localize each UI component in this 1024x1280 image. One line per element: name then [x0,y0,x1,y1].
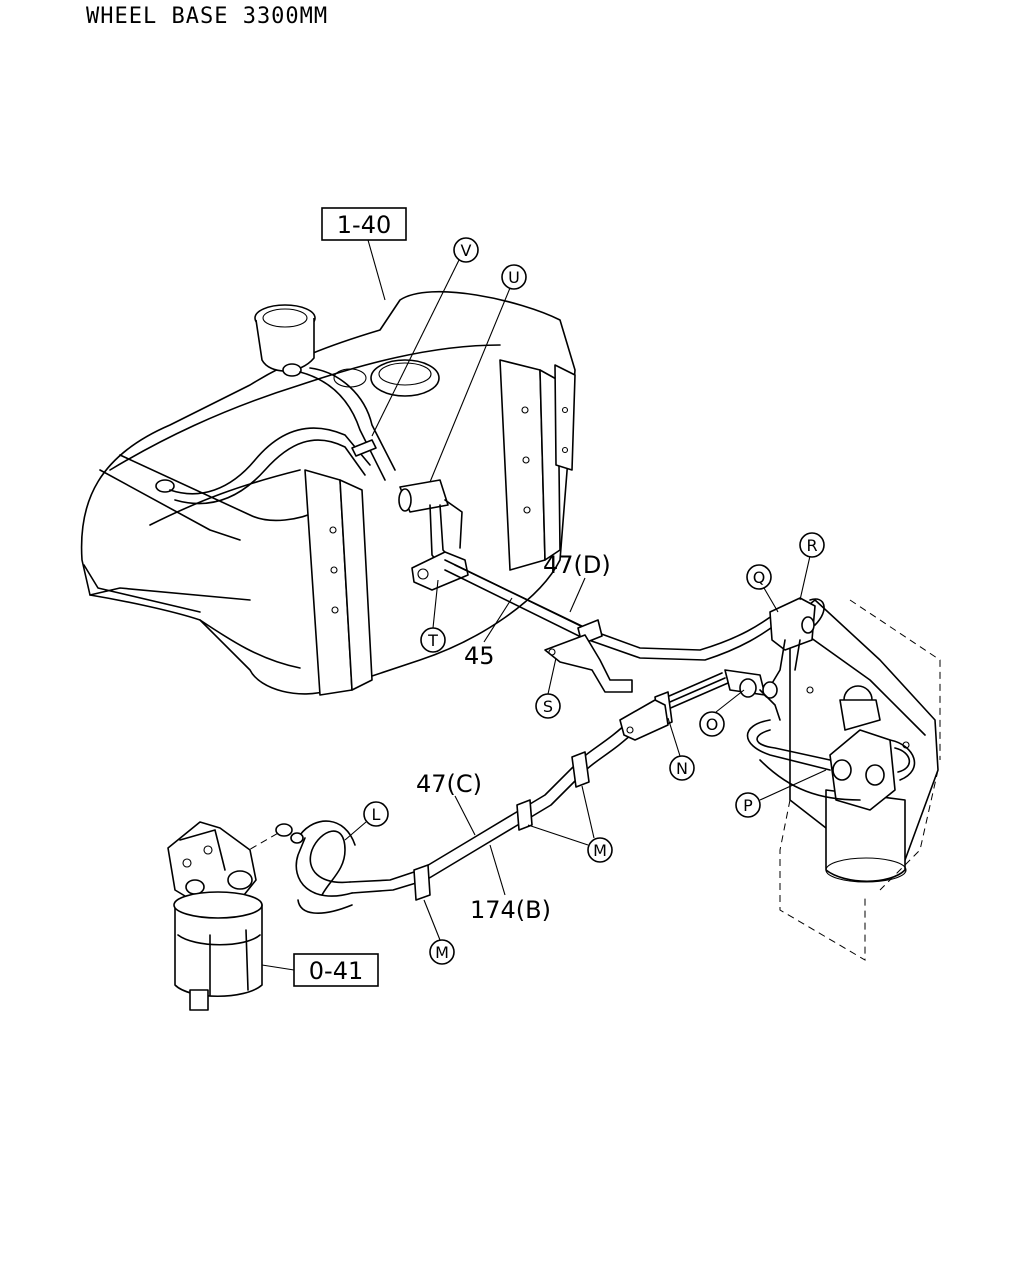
callout-V-label: V [461,241,472,260]
callout-P-label: P [743,796,753,815]
pipe-run-lower [239,672,729,915]
fuel-filter-drawing [167,821,263,1011]
callout-N: N [667,717,695,781]
callout-U-label: U [508,268,520,287]
callout-M-right-label: M [593,841,607,860]
callout-L-label: L [372,805,381,824]
label-pipe-b: 174(B) [470,896,551,924]
callout-M-lower: M [423,899,455,965]
callout-T: T [420,579,446,653]
callout-O-label: O [706,715,719,734]
ref-box-tank: 1-40 [321,207,407,301]
callout-N-label: N [676,759,688,778]
ref-box-filter-label: 0-41 [309,957,363,985]
callout-M-lower-label: M [435,943,449,962]
callout-Q-label: Q [753,568,766,587]
ref-box-tank-label: 1-40 [337,211,391,239]
label-pipe-45: 45 [464,642,495,670]
callout-M-right: M [527,785,613,863]
callout-L: L [344,801,389,841]
callout-P: P [735,769,827,818]
callout-T-label: T [427,631,438,650]
callout-R-label: R [806,536,817,555]
label-hose-c: 47(C) [416,770,482,798]
engine-side-drawing [724,597,941,961]
fuel-tank-drawing [80,290,576,696]
callout-S: S [535,657,561,719]
callout-O: O [699,689,745,737]
ref-box-filter: 0-41 [261,953,379,987]
callout-V: V [371,237,479,437]
callout-U: U [429,264,527,483]
callout-R: R [799,532,825,601]
callout-S-label: S [543,697,553,716]
diagram-title: WHEEL BASE 3300MM [86,4,329,29]
label-hose-d: 47(D) [543,551,611,579]
callout-Q: Q [746,564,779,613]
